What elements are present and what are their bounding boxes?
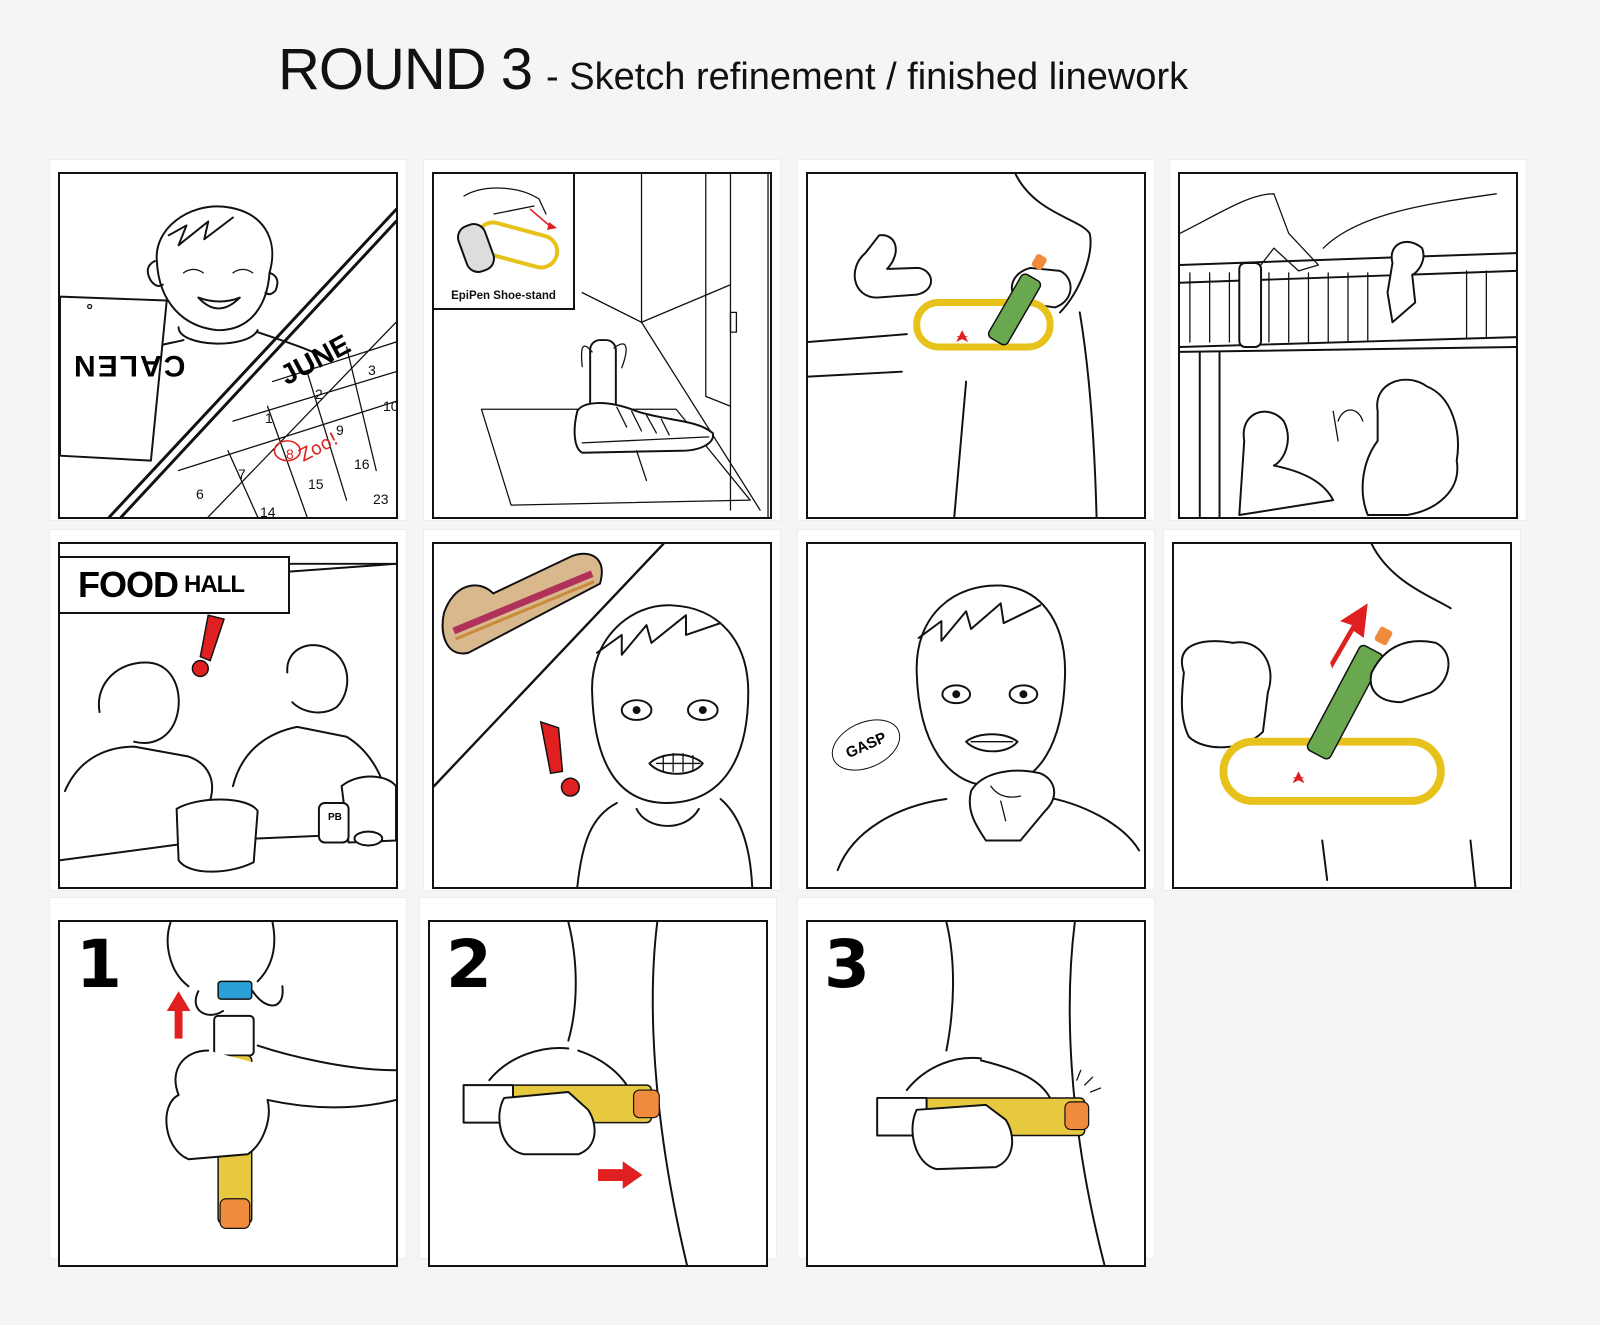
- medical-star-icon: [956, 330, 969, 343]
- epipen: [987, 273, 1042, 346]
- jar-label: PB: [328, 812, 342, 823]
- step-3-drawing: [876, 922, 1106, 1265]
- day-6: 6: [196, 486, 204, 502]
- blue-safety-cap: [217, 980, 253, 1000]
- day-16: 16: [354, 456, 370, 472]
- calendar-word: CALEN: [72, 349, 186, 382]
- arrow-up-icon: [166, 991, 191, 1039]
- step-2-drawing: [462, 922, 688, 1265]
- day-9: 9: [336, 422, 344, 438]
- panel-step-3: 3: [806, 920, 1146, 1267]
- panel-sandwich: [432, 542, 772, 889]
- day-3: 3: [368, 362, 376, 378]
- sign-food: FOOD: [78, 564, 179, 605]
- food-hall-sign: FOOD HALL: [60, 556, 290, 614]
- step-1-drawing: [165, 922, 396, 1229]
- arrow-up-icon: [1330, 603, 1368, 669]
- food-hall-scene: [60, 562, 396, 873]
- day-15: 15: [308, 476, 324, 492]
- title-subtitle: - Sketch refinement / finished linework: [546, 56, 1189, 98]
- panel-zoo: [1178, 172, 1518, 519]
- gasp-text: GASP: [843, 728, 889, 762]
- inset-label: EpiPen Shoe-stand: [451, 290, 556, 302]
- gasp-scene: [836, 584, 1141, 872]
- panel-food-hall: FOOD HALL PB: [58, 542, 398, 889]
- panel-shoe-stand: EpiPen Shoe-stand: [432, 172, 772, 519]
- medical-star-icon: [1292, 771, 1305, 784]
- panel-grab-pen: [1172, 542, 1512, 889]
- step-number: 2: [446, 926, 492, 1003]
- grab-pen-scene: [1180, 544, 1477, 887]
- calendar-scene: [60, 205, 396, 517]
- panel-step-1: 1: [58, 920, 398, 1267]
- panel-open-pouch: [806, 172, 1146, 519]
- day-14: 14: [260, 504, 276, 519]
- panel-step-2: 2: [428, 920, 768, 1267]
- arrow-icon: [547, 222, 557, 230]
- page-title: ROUND 3 - Sketch refinement / finished l…: [278, 36, 1188, 106]
- pouch: [913, 299, 1054, 351]
- exclamation-icon: [199, 614, 226, 662]
- title-main: ROUND 3: [278, 37, 533, 102]
- day-23: 23: [373, 491, 389, 507]
- step-number: 3: [824, 926, 870, 1003]
- day-10: 10: [383, 398, 398, 414]
- sign-hall: HALL: [184, 571, 245, 598]
- epipen: [1306, 644, 1384, 760]
- sandwich-scene: [434, 544, 754, 887]
- inset-drawing: [457, 187, 560, 273]
- date-circle: [273, 440, 301, 462]
- shoe-stand-inset: EpiPen Shoe-stand: [434, 174, 575, 310]
- panel-calendar: CALEN JUNE Zoo! 1 2 3 6 7 8 9 10 14 15 1…: [58, 172, 398, 519]
- hallway-scene: [480, 174, 769, 517]
- day-2: 2: [315, 386, 323, 402]
- pouch-scene: [808, 174, 1098, 517]
- day-1: 1: [265, 410, 273, 426]
- step-number: 1: [76, 926, 122, 1003]
- arrow-right-icon: [598, 1161, 643, 1189]
- day-8: 8: [286, 446, 294, 462]
- day-7: 7: [238, 466, 246, 482]
- exclamation-icon: [539, 720, 564, 775]
- panel-gasp: GASP: [806, 542, 1146, 889]
- zoo-scene: [1180, 193, 1516, 517]
